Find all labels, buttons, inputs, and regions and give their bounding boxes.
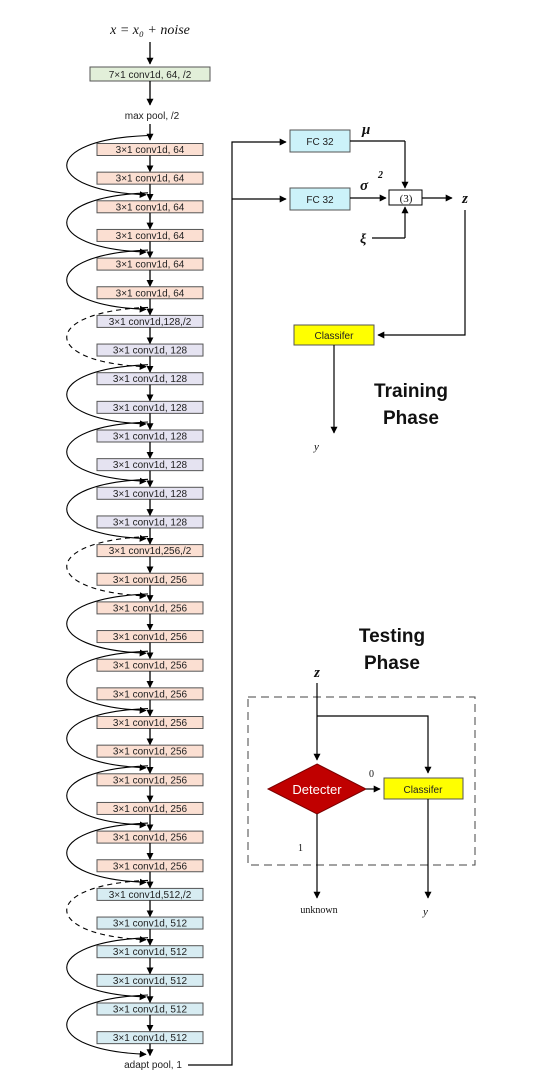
conv-block-label: 3×1 conv1d, 256 [113,833,188,844]
conv-block-label: 3×1 conv1d, 512 [113,1005,188,1016]
skip-connection [66,192,149,256]
conv-block-label: 3×1 conv1d, 64 [116,174,185,185]
conv-block-label: 3×1 conv1d, 128 [113,460,188,471]
conv-block-label: 3×1 conv1d, 512 [113,947,188,958]
skip-connection [66,937,149,1001]
z-to-classifier-line [377,210,466,339]
conv-block-label: 3×1 conv1d,256,/2 [109,546,192,557]
dashed-skip-connection [66,306,149,370]
one-label: 1 [298,843,303,854]
conv-block-label: 3×1 conv1d, 256 [113,747,188,758]
skip-connection [66,134,149,199]
fc2-box [289,187,351,211]
conv-block-label: 3×1 conv1d, 512 [113,976,188,987]
skip-connection [66,249,149,313]
stem-conv-label: 7×1 conv1d, 64, /2 [109,70,192,81]
conv-block-label: 3×1 conv1d, 512 [113,919,188,930]
unknown-label: unknown [300,905,337,916]
conv-block-label: 3×1 conv1d, 64 [116,202,185,213]
fc2-label: FC 32 [306,195,334,206]
sigma-symbol: σ [360,178,369,194]
conv-block-label: 3×1 conv1d, 64 [116,231,185,242]
conv-block-label: 3×1 conv1d,128,/2 [109,317,192,328]
conv-block-label: 3×1 conv1d, 128 [113,432,188,443]
test-classifier-box [383,777,464,800]
zero-label: 0 [369,769,374,780]
skip-connection [66,765,149,829]
testing-dashed-frame [247,696,476,866]
conv-block-label: 3×1 conv1d, 128 [113,489,188,500]
reparam-op-label: (3) [400,193,413,205]
conv-block-label: 3×1 conv1d, 256 [113,603,188,614]
skip-connection [66,593,149,657]
dashed-skip-connection [66,536,149,600]
skip-connection [66,822,149,886]
adapt-pool-label: adapt pool, 1 [124,1060,182,1071]
conv-block-label: 3×1 conv1d,512,/2 [109,890,192,901]
conv-block-label: 3×1 conv1d, 256 [113,861,188,872]
conv-block-label: 3×1 conv1d, 256 [113,689,188,700]
conv-block-label: 3×1 conv1d, 64 [116,145,185,156]
conv-block-label: 3×1 conv1d, 256 [113,632,188,643]
train-classifier-label: Classifer [315,331,355,342]
detecter-label: Detecter [292,782,342,797]
dashed-skip-connection [66,879,149,943]
mu-symbol: μ [361,122,370,138]
conv-block-label: 3×1 conv1d, 256 [113,575,188,586]
skip-connection [66,421,149,485]
testing-phase-line1: Testing [359,626,425,647]
skip-connection [66,478,149,542]
conv-block-label: 3×1 conv1d, 256 [113,718,188,729]
maxpool-label: max pool, /2 [125,111,180,122]
fc1-label: FC 32 [306,137,334,148]
conv-block-label: 3×1 conv1d, 256 [113,775,188,786]
test-y-label: y [422,906,428,918]
sigma-exponent: 2 [377,170,383,181]
conv-block-label: 3×1 conv1d, 256 [113,804,188,815]
xi-symbol: ξ [360,232,367,247]
test-z-symbol: z [313,665,320,681]
testing-phase-line2: Phase [364,653,420,674]
z-to-classifier-branch [317,715,432,774]
conv-block-label: 3×1 conv1d, 512 [113,1033,188,1044]
conv-block-label: 3×1 conv1d, 256 [113,661,188,672]
skip-connection [66,650,149,714]
conv-block-label: 3×1 conv1d, 128 [113,374,188,385]
train-y-label: y [313,441,319,453]
input-formula: x = x₀ + noise [109,23,190,38]
conv-block-label: 3×1 conv1d, 64 [116,260,185,271]
z-symbol: z [461,191,468,207]
training-phase-line1: Training [374,381,448,402]
skip-connections [66,134,149,1058]
adapt-pool-to-fc1-line [188,138,287,1066]
conv-block-label: 3×1 conv1d, 128 [113,517,188,528]
training-phase-line2: Phase [383,408,439,429]
conv-blocks: 3×1 conv1d, 64 3×1 conv1d, 64 3×1 conv1d, … [96,143,204,1057]
conv-block-label: 3×1 conv1d, 128 [113,346,188,357]
skip-connection [66,364,149,428]
skip-connection [66,994,149,1058]
conv-block-label: 3×1 conv1d, 64 [116,288,185,299]
test-classifier-label: Classifer [404,785,444,796]
conv-block-label: 3×1 conv1d, 128 [113,403,188,414]
skip-connection [66,707,149,772]
